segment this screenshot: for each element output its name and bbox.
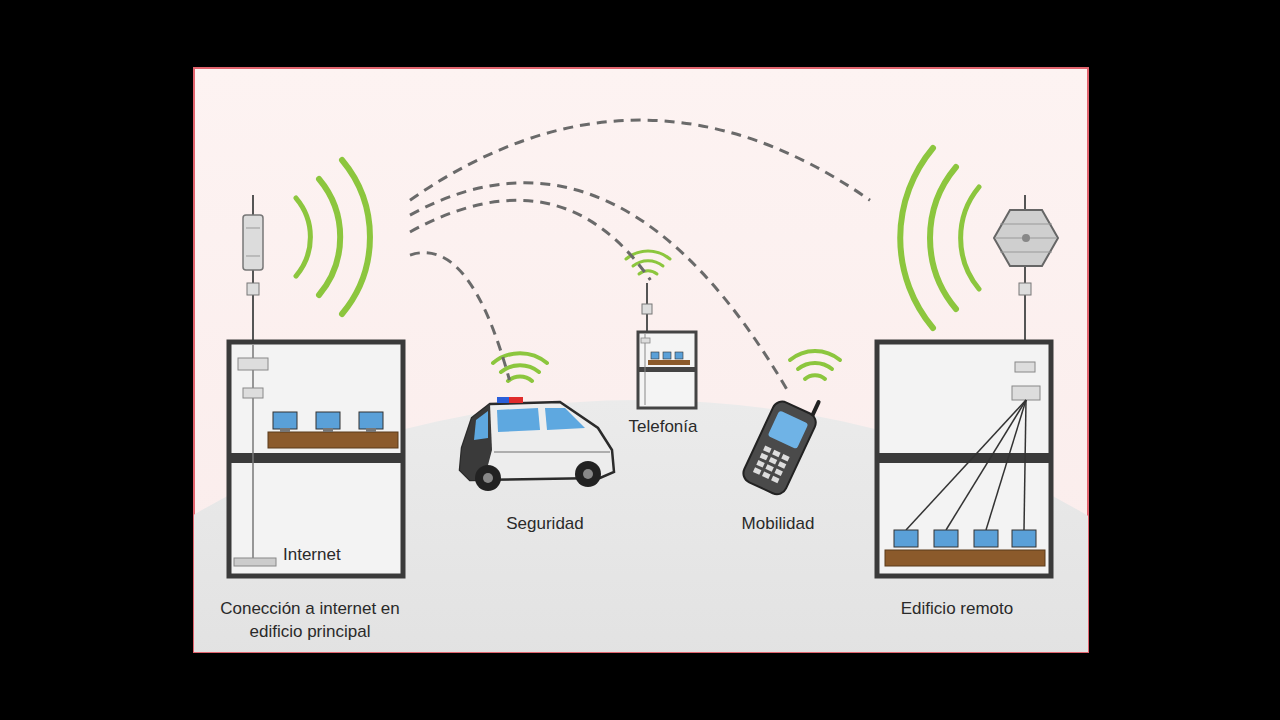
text-holder: Conección a internet en edificio princip… <box>209 598 411 644</box>
text-holder: Seguridad <box>485 513 605 536</box>
remote-building <box>877 195 1058 576</box>
security-node: Seguridad <box>455 380 620 500</box>
main-building <box>229 195 403 576</box>
telephony-node: Telefonía <box>620 280 715 410</box>
text-holder: Edificio remoto <box>887 598 1027 621</box>
node-caption: Telefonía <box>629 416 698 439</box>
telephony-building <box>638 283 696 408</box>
node-caption: Mobilidad <box>742 513 815 536</box>
building-caption: Edificio remoto <box>901 598 1013 621</box>
police-car <box>460 397 614 491</box>
wireless-link <box>410 183 790 395</box>
text-holder: Mobilidad <box>723 513 833 536</box>
text-holder: Internet <box>283 544 373 567</box>
wireless-link <box>410 253 509 380</box>
main-building-node: InternetConección a internet en edificio… <box>222 190 410 582</box>
node-caption: Seguridad <box>506 513 584 536</box>
mobile-phone <box>740 386 825 498</box>
floor-label: Internet <box>283 544 341 567</box>
remote-building-node: Edificio remoto <box>870 190 1060 582</box>
wireless-link <box>410 200 650 280</box>
mobility-node: Mobilidad <box>735 395 830 500</box>
building-caption: Conección a internet en edificio princip… <box>209 598 411 644</box>
text-holder: Telefonía <box>613 416 713 439</box>
